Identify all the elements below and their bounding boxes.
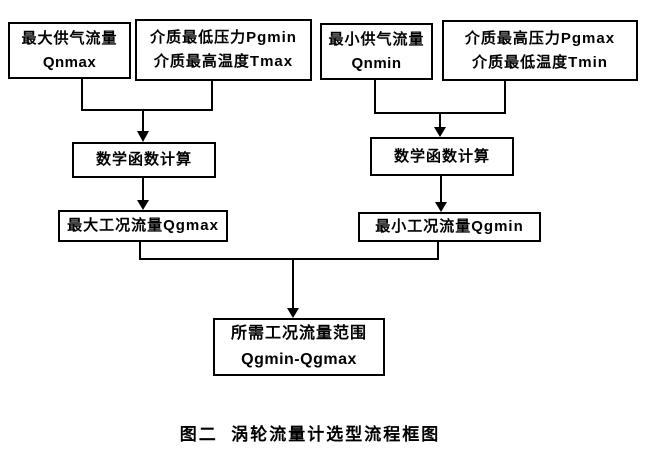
node-required-flow-range: 所需工况流量范围 Qgmin-Qgmax — [213, 318, 385, 376]
node-min-pressure-max-temp: 介质最低压力Pgmin 介质最高温度Tmax — [135, 19, 312, 81]
node-min-supply-flow: 最小供气流量 Qnmin — [320, 23, 433, 80]
node-label: 数学函数计算 — [95, 151, 192, 168]
node-label-line2: Qnmin — [351, 54, 402, 72]
node-label-line1: 最小供气流量 — [328, 30, 425, 48]
node-label-line1: 最大供气流量 — [21, 29, 118, 47]
node-max-pressure-min-temp: 介质最高压力Pgmax 介质最低温度Tmin — [442, 20, 638, 81]
node-label-line1: 介质最低压力Pgmin — [150, 29, 297, 46]
node-label: 最大工况流量Qgmax — [67, 217, 219, 234]
node-math-function-calc-right: 数学函数计算 — [370, 137, 514, 176]
node-math-function-calc-left: 数学函数计算 — [72, 142, 216, 178]
node-label-line2: Qnmax — [42, 53, 97, 71]
figure-caption: 图二 涡轮流量计选型流程框图 — [179, 425, 441, 444]
node-min-working-flow: 最小工况流量Qgmin — [358, 212, 541, 242]
node-max-supply-flow: 最大供气流量 Qnmax — [8, 22, 131, 79]
connector-lines — [81, 78, 506, 310]
node-label-line1: 所需工况流量范围 — [230, 325, 367, 343]
arrowhead-into-range — [287, 308, 299, 318]
node-label-line2: Qgmin-Qgmax — [241, 351, 357, 368]
node-max-working-flow: 最大工况流量Qgmax — [58, 210, 228, 242]
arrowhead-into-calc-right — [434, 127, 446, 137]
node-label: 数学函数计算 — [393, 147, 490, 165]
node-label-line2: 介质最高温度Tmax — [153, 53, 294, 70]
arrowhead-into-qgmin — [435, 202, 447, 212]
node-label: 最小工况流量Qgmin — [375, 218, 524, 235]
node-label-line1: 介质最高压力Pgmax — [464, 29, 616, 47]
arrowhead-into-calc-left — [137, 131, 149, 142]
node-label-line2: 介质最低温度Tmin — [472, 53, 608, 71]
arrowheads — [137, 127, 447, 318]
arrowhead-into-qgmax — [137, 200, 149, 210]
